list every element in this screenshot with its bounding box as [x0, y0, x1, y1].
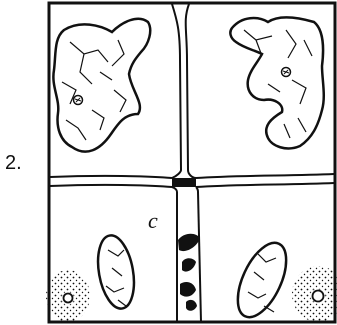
- lower-left-stipple: [46, 270, 90, 322]
- upper-left-organelle: [53, 19, 150, 152]
- wall-granules: [178, 234, 200, 311]
- lower-right-stipple: [292, 266, 337, 322]
- lower-right-organelle: [228, 236, 296, 325]
- cell-label-c: c: [148, 208, 158, 233]
- lower-left-organelle: [93, 233, 139, 312]
- wall-junction: [172, 178, 196, 187]
- upper-right-organelle: [230, 17, 323, 148]
